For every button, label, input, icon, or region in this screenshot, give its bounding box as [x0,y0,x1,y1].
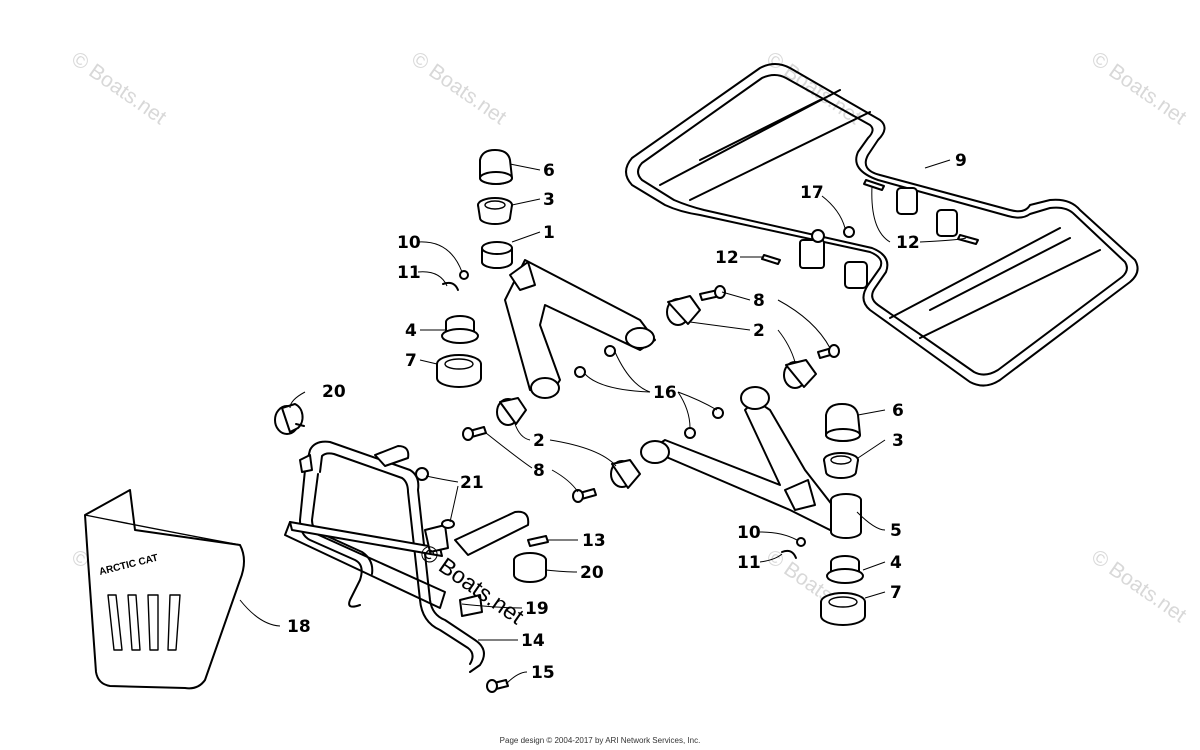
bushing-part-3-upper [477,197,513,225]
callout-19: 19 [525,599,549,619]
bearing-part-7-upper [436,354,482,388]
callout-3-upper: 3 [543,190,555,210]
leader-lines [239,159,967,685]
callout-16: 16 [653,383,677,403]
callout-11-lower: 11 [737,553,761,573]
callout-4-upper: 4 [405,321,417,341]
lower-a-arm [640,386,862,539]
callout-7-lower: 7 [890,583,902,603]
callout-12-left: 12 [715,248,739,268]
callout-6-lower: 6 [892,401,904,421]
bushing-part-4-upper [441,315,479,344]
callout-8-lower: 8 [533,461,545,481]
callout-7-upper: 7 [405,351,417,371]
callout-15: 15 [531,663,555,683]
callout-17: 17 [800,183,824,203]
callout-12-right: 12 [896,233,920,253]
rubber-bumper-part-20-upper [274,403,305,435]
callout-21: 21 [460,473,484,493]
front-guard-part-18: ARCTIC CAT [84,489,245,690]
watermark-top-left: © Boats.net [67,47,170,129]
page-footer: Page design © 2004-2017 by ARI Network S… [499,736,701,745]
callout-1: 1 [543,223,555,243]
callout-10-upper: 10 [397,233,421,253]
callout-13: 13 [582,531,606,551]
rubber-bumper-part-20-lower [513,552,547,583]
cap-part-6-upper [479,149,513,185]
callout-2-lower: 2 [533,431,545,451]
callout-6-upper: 6 [543,161,555,181]
callout-5: 5 [890,521,902,541]
callout-10-lower: 10 [737,523,761,543]
watermark-top-far-right: © Boats.net [1087,47,1190,129]
bushing-part-4-lower [826,555,864,584]
callout-9: 9 [955,151,967,171]
callout-labels: 6 3 1 10 11 4 7 9 17 12 12 8 2 16 20 2 8… [287,151,967,683]
nuts-part-16 [574,345,724,439]
callout-2-upper: 2 [753,321,765,341]
upper-a-arm [481,241,656,399]
callout-20-lower: 20 [580,563,604,583]
cap-part-6-lower [825,403,861,442]
rack-part-9 [625,63,1139,387]
bearing-part-7-lower [820,592,866,626]
callout-14: 14 [521,631,545,651]
bushing-part-3-lower [823,452,859,479]
callout-20-upper: 20 [322,382,346,402]
watermark-top-right: © Boats.net [762,47,865,129]
callout-4-lower: 4 [890,553,902,573]
bushings-part-2-lower [496,397,641,489]
watermark-top-center: © Boats.net [407,47,510,129]
callout-3-lower: 3 [892,431,904,451]
callout-11-upper: 11 [397,263,421,283]
bumper-frame-part-14 [284,440,549,693]
watermark-bottom-far-right: © Boats.net [1087,545,1190,627]
callout-8-upper: 8 [753,291,765,311]
callout-18: 18 [287,617,311,637]
